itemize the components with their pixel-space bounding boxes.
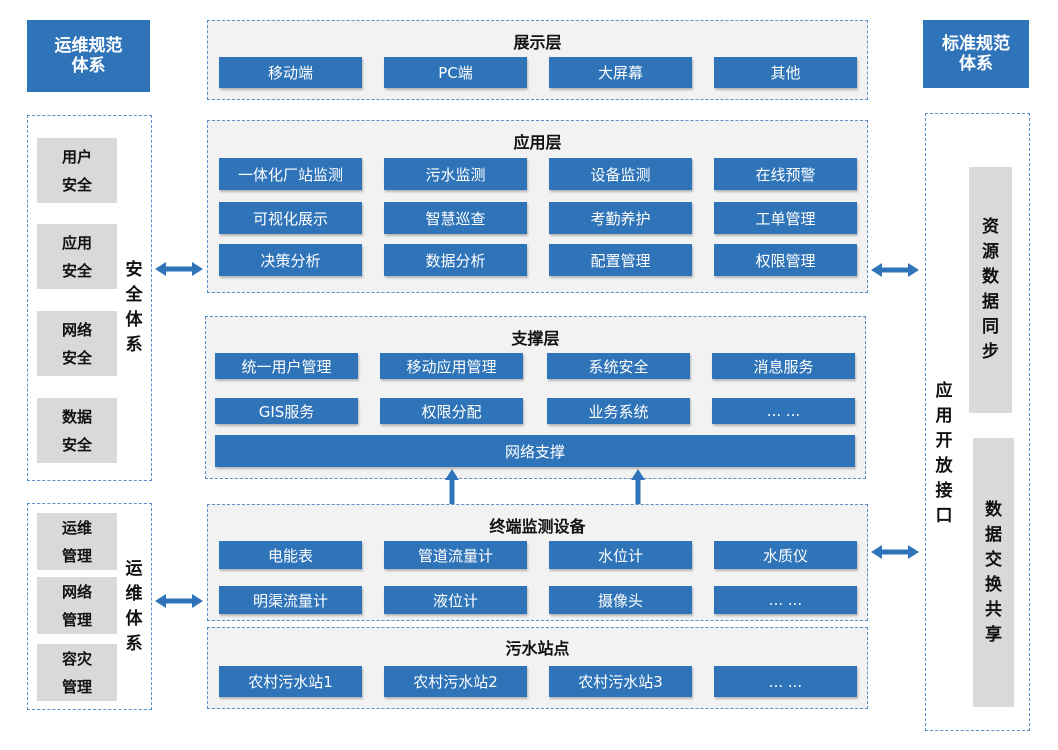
ops-item-line2: 管理 <box>61 546 92 565</box>
double-arrow-icon <box>871 263 919 277</box>
security-item-line1: 用户 <box>61 147 92 166</box>
support-item: 业务系统 <box>547 398 690 424</box>
security-item-line2: 安全 <box>61 175 92 194</box>
security-item-line1: 网络 <box>61 320 92 339</box>
open-api-panel: 应用开放接口 资源数据同步 数据交换共享 <box>925 113 1030 731</box>
security-item-line1: 应用 <box>61 233 92 252</box>
security-item-line2: 安全 <box>61 348 92 367</box>
display-item: 其他 <box>714 57 857 88</box>
app-item: 工单管理 <box>714 202 857 234</box>
ops-item: 容灾 管理 <box>37 644 117 701</box>
app-item: 智慧巡查 <box>384 202 527 234</box>
standards-header: 标准规范 体系 <box>923 20 1029 88</box>
app-item: 数据分析 <box>384 244 527 276</box>
terminal-item: 摄像头 <box>549 586 692 614</box>
ops-item-line1: 运维 <box>61 518 92 537</box>
security-item-line2: 安全 <box>61 261 92 280</box>
support-layer-title: 支撑层 <box>511 329 560 348</box>
ops-standard-header-line2: 体系 <box>71 56 106 76</box>
standards-header-line2: 体系 <box>959 54 993 74</box>
security-item-line2: 安全 <box>61 435 92 454</box>
ops-standard-header: 运维规范 体系 <box>27 20 150 92</box>
support-item: ... ... <box>712 398 855 424</box>
up-arrow-icon <box>445 469 459 505</box>
app-item: 可视化展示 <box>219 202 362 234</box>
terminal-item: 管道流量计 <box>384 541 527 569</box>
terminal-item: 水位计 <box>549 541 692 569</box>
station-item: 农村污水站2 <box>384 666 527 697</box>
application-layer-title: 应用层 <box>513 133 562 152</box>
double-arrow-icon <box>155 262 203 276</box>
resource-sync-bar: 资源数据同步 <box>969 167 1012 413</box>
up-arrow-icon <box>631 469 645 505</box>
ops-system-panel: 运维 管理 网络 管理 容灾 管理 运维体系 <box>27 503 152 710</box>
data-exchange-bar: 数据交换共享 <box>973 438 1014 707</box>
support-item: 权限分配 <box>380 398 523 424</box>
ops-item-line2: 管理 <box>61 610 92 629</box>
security-item: 应用 安全 <box>37 224 117 289</box>
security-item: 用户 安全 <box>37 138 117 203</box>
open-api-label: 应用开放接口 <box>935 381 953 526</box>
support-item: GIS服务 <box>215 398 358 424</box>
data-exchange-label: 数据交换共享 <box>985 499 1002 645</box>
app-item: 配置管理 <box>549 244 692 276</box>
security-system-label: 安全体系 <box>125 260 143 355</box>
security-item: 数据 安全 <box>37 398 117 463</box>
ops-system-label: 运维体系 <box>125 559 143 654</box>
display-layer: 展示层 移动端 PC端 大屏幕 其他 <box>207 20 868 100</box>
ops-item: 运维 管理 <box>37 513 117 570</box>
network-support-bar: 网络支撑 <box>215 435 855 467</box>
station-layer: 污水站点 农村污水站1 农村污水站2 农村污水站3 ... ... <box>207 627 868 709</box>
station-layer-title: 污水站点 <box>505 639 570 658</box>
support-item: 消息服务 <box>712 353 855 379</box>
ops-item: 网络 管理 <box>37 577 117 634</box>
support-item: 移动应用管理 <box>380 353 523 379</box>
terminal-item: ... ... <box>714 586 857 614</box>
terminal-layer: 终端监测设备 电能表 管道流量计 水位计 水质仪 明渠流量计 液位计 摄像头 .… <box>207 504 868 621</box>
terminal-item: 电能表 <box>219 541 362 569</box>
terminal-layer-title: 终端监测设备 <box>489 517 586 536</box>
ops-item-line1: 网络 <box>61 582 92 601</box>
display-item: PC端 <box>384 57 527 88</box>
application-layer: 应用层 一体化厂站监测 污水监测 设备监测 在线预警 可视化展示 智慧巡查 考勤… <box>207 120 868 293</box>
security-system-panel: 用户 安全 应用 安全 网络 安全 数据 安全 安全体系 <box>27 115 152 481</box>
ops-item-line1: 容灾 <box>61 649 92 668</box>
ops-standard-header-line1: 运维规范 <box>54 36 123 56</box>
app-item: 污水监测 <box>384 158 527 190</box>
app-item: 权限管理 <box>714 244 857 276</box>
app-item: 一体化厂站监测 <box>219 158 362 190</box>
app-item: 决策分析 <box>219 244 362 276</box>
display-layer-title: 展示层 <box>513 33 562 52</box>
display-item: 移动端 <box>219 57 362 88</box>
display-item: 大屏幕 <box>549 57 692 88</box>
terminal-item: 液位计 <box>384 586 527 614</box>
resource-sync-label: 资源数据同步 <box>982 217 999 362</box>
station-item: 农村污水站1 <box>219 666 362 697</box>
security-item-line1: 数据 <box>61 407 92 426</box>
app-item: 考勤养护 <box>549 202 692 234</box>
terminal-item: 明渠流量计 <box>219 586 362 614</box>
ops-item-line2: 管理 <box>61 677 92 696</box>
app-item: 设备监测 <box>549 158 692 190</box>
station-item: 农村污水站3 <box>549 666 692 697</box>
terminal-item: 水质仪 <box>714 541 857 569</box>
station-item: ... ... <box>714 666 857 697</box>
support-item: 系统安全 <box>547 353 690 379</box>
app-item: 在线预警 <box>714 158 857 190</box>
support-item: 统一用户管理 <box>215 353 358 379</box>
security-item: 网络 安全 <box>37 311 117 376</box>
standards-header-line1: 标准规范 <box>942 34 1010 54</box>
support-layer: 支撑层 统一用户管理 移动应用管理 系统安全 消息服务 GIS服务 权限分配 业… <box>205 316 866 479</box>
double-arrow-icon <box>155 594 203 608</box>
double-arrow-icon <box>871 545 919 559</box>
